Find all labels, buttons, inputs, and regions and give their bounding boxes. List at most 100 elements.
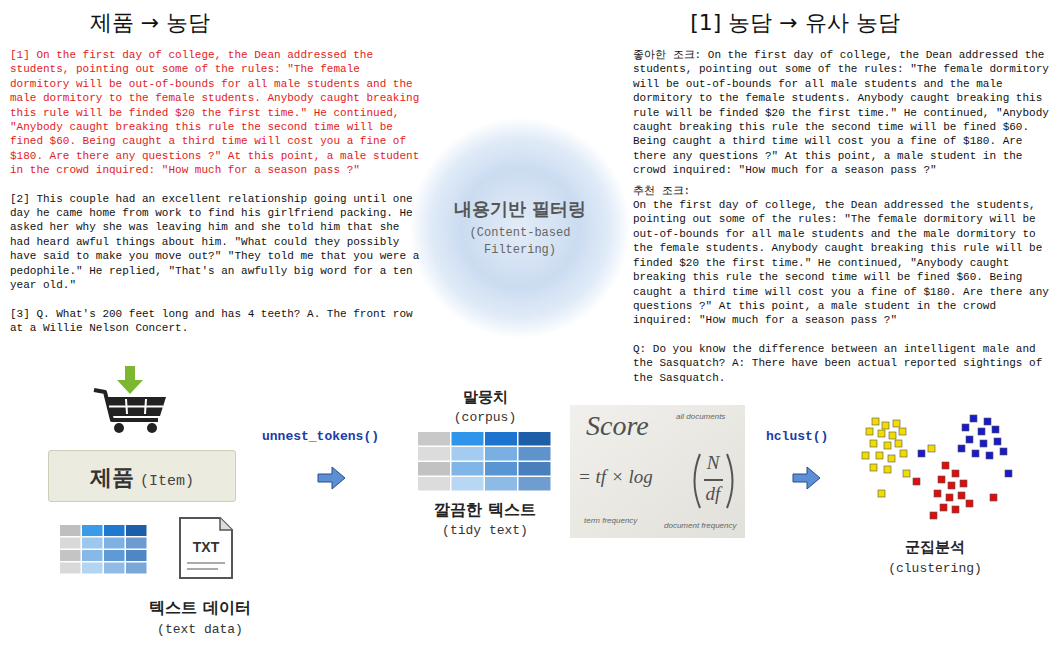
file-fold <box>220 518 232 530</box>
cluster-point <box>984 418 991 425</box>
filter-title: 내용기반 필터링 <box>454 197 586 221</box>
table-cell <box>452 477 484 491</box>
formula-denominator: df <box>706 483 721 505</box>
cluster-scatter <box>862 415 1012 519</box>
cluster-point <box>930 512 937 519</box>
cluster-point <box>928 445 935 452</box>
table-cell <box>452 447 484 461</box>
filter-subtitle: (Content-based Filtering) <box>464 225 576 259</box>
table-cell <box>82 550 103 561</box>
paren <box>727 454 733 508</box>
cluster-point <box>899 428 906 435</box>
corpus-table-icon <box>418 432 551 491</box>
table-cell <box>126 550 147 561</box>
table-cell <box>519 462 551 476</box>
cart-wheel <box>114 423 124 433</box>
joke-list: [1] On the first day of college, the Dea… <box>10 48 422 335</box>
cart-arrow-shaft <box>125 366 135 381</box>
table-cell <box>104 563 125 574</box>
formula-numerator: N <box>707 452 720 474</box>
function-name: hclust() <box>766 429 828 444</box>
cluster-point <box>876 452 883 459</box>
step-label: 말뭉치 <box>463 388 508 407</box>
cluster-point <box>866 428 873 435</box>
table-cell <box>485 432 517 446</box>
cluster-point <box>992 426 999 433</box>
cart-grid <box>109 406 163 408</box>
cluster-point <box>862 452 869 459</box>
table-cell <box>60 525 81 536</box>
formula-text: = tf × log <box>578 466 653 488</box>
joke-text: [2] This couple had an excellent relatio… <box>10 192 422 293</box>
formula-note: all documents <box>676 412 725 421</box>
cluster-point <box>878 490 885 497</box>
table-cell <box>485 462 517 476</box>
cluster-point <box>980 440 987 447</box>
cluster-point <box>900 450 907 457</box>
cluster-point <box>1005 470 1012 477</box>
cluster-point <box>942 462 949 469</box>
file-line <box>187 562 225 564</box>
cluster-point <box>870 440 877 447</box>
cluster-point <box>882 422 889 429</box>
cluster-point <box>948 482 955 489</box>
table-cell <box>82 525 103 536</box>
table-cell <box>104 550 125 561</box>
file-page <box>180 518 232 578</box>
step-label: 군집분석 <box>905 538 965 557</box>
similar-joke-list: 좋아한 조크: On the first day of college, the… <box>633 48 1051 385</box>
table-cell <box>452 462 484 476</box>
table-cell <box>126 525 147 536</box>
cluster-point <box>990 494 997 501</box>
table-cell <box>104 538 125 549</box>
section-heading: [1] 농담 → 유사 농담 <box>690 8 900 38</box>
table-cell <box>60 550 81 561</box>
cluster-point <box>958 445 965 452</box>
cluster-point <box>934 490 941 497</box>
whiteboard-photo <box>570 405 745 538</box>
cart-basket <box>106 397 166 416</box>
cluster-point <box>966 436 973 443</box>
cluster-point <box>946 494 953 501</box>
table-cell <box>126 563 147 574</box>
cluster-point <box>952 470 959 477</box>
cluster-point <box>938 476 945 483</box>
table-cell <box>485 447 517 461</box>
table-cell <box>82 563 103 574</box>
cluster-point <box>903 470 910 477</box>
file-line <box>187 568 218 570</box>
cart-icon <box>94 366 166 433</box>
cluster-point <box>893 420 900 427</box>
file-type-label: TXT <box>193 539 219 555</box>
cluster-point <box>889 432 896 439</box>
cluster-point <box>913 478 920 485</box>
cluster-point <box>994 438 1001 445</box>
formula-note: term frequency <box>584 516 637 525</box>
table-cell <box>60 538 81 549</box>
cluster-point <box>884 466 891 473</box>
table-cell <box>519 477 551 491</box>
table-cell <box>519 432 551 446</box>
function-name: unnest_tokens() <box>262 429 379 444</box>
cart-wheel <box>147 423 157 433</box>
table-cell <box>60 563 81 574</box>
recommended-joke: Q: Do you know the difference between an… <box>633 342 1051 385</box>
formula-text: Score <box>586 410 649 442</box>
cluster-point <box>958 492 965 499</box>
cluster-point <box>884 442 891 449</box>
paren <box>695 454 701 508</box>
cluster-point <box>872 418 879 425</box>
step-label: 텍스트 데이터 <box>149 598 251 619</box>
recommended-joke: On the first day of college, the Dean ad… <box>633 198 1051 328</box>
cluster-point <box>986 452 993 459</box>
table-cell <box>485 477 517 491</box>
cluster-point <box>962 424 969 431</box>
joke-text: [3] Q. What's 200 feet long and has 4 te… <box>10 307 422 336</box>
flow-arrow <box>793 467 820 489</box>
table-cell <box>126 538 147 549</box>
txt-file-icon <box>180 518 232 578</box>
cluster-point <box>960 480 967 487</box>
liked-joke: 좋아한 조크: On the first day of college, the… <box>633 48 1051 178</box>
cluster-point <box>966 500 973 507</box>
table-cell <box>104 525 125 536</box>
